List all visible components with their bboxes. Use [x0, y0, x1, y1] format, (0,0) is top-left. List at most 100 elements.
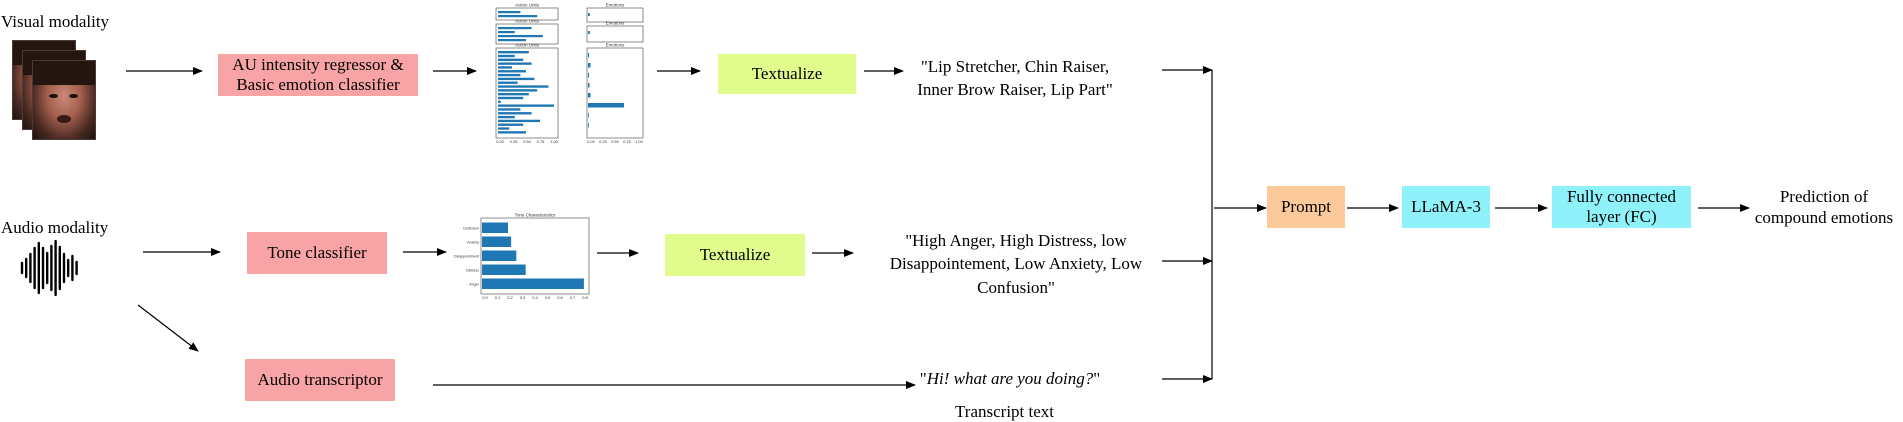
au-bar	[498, 66, 512, 69]
au-bar	[498, 108, 521, 111]
au-bar	[498, 93, 529, 96]
au-bar	[498, 31, 515, 34]
transcript-quote-text: Hi! what are you doing?	[926, 369, 1094, 388]
emotion-bar	[588, 103, 624, 108]
au-tick-label: 0.00	[496, 139, 505, 144]
audio-modality-label: Audio modality	[1, 218, 109, 237]
prompt-label: Prompt	[1280, 196, 1332, 216]
tone-tick-label: 0.4	[532, 295, 538, 300]
au-tick-label: 0.75	[537, 139, 546, 144]
visual-textualize-box: Textualize	[718, 54, 856, 94]
visual-quote: "Lip Stretcher, Chin Raiser, Inner Brow …	[917, 57, 1113, 100]
au-chart-title-1: Action Units	[515, 3, 540, 8]
tone-bar	[482, 264, 526, 275]
audio-textualize-label: Textualize	[699, 244, 771, 264]
chart-frame	[495, 7, 559, 21]
audio-transcriptor-label: Audio transcriptor	[257, 369, 383, 389]
tone-category-label: Confusion	[463, 226, 479, 230]
au-bar	[498, 85, 549, 88]
au-bar	[498, 131, 526, 134]
au-bar	[498, 15, 538, 18]
emotion-tick-label: 0.50	[611, 139, 620, 144]
tone-tick-label: 0.7	[570, 295, 576, 300]
au-bar	[498, 100, 501, 104]
au-bar	[498, 127, 510, 130]
au-bar	[498, 77, 535, 81]
tone-category-label: Disappointment	[454, 254, 479, 258]
output-label: Prediction of compound emotions	[1750, 186, 1898, 229]
audio-quote: "High Anger, High Distress, low Disappoi…	[889, 231, 1143, 297]
emotion-tick-label: 0.75	[623, 139, 632, 144]
au-bar	[498, 11, 521, 14]
au-bar	[498, 112, 532, 115]
emotion-bar	[588, 93, 591, 98]
emotion-chart-title-3: Emotions	[606, 43, 626, 48]
tone-tick-label: 0.0	[482, 295, 488, 300]
tone-bar	[482, 250, 517, 261]
emotion-tick-label: 0.00	[587, 139, 596, 144]
emotion-bar	[588, 123, 589, 128]
tone-tick-label: 0.3	[520, 295, 526, 300]
au-bar	[498, 81, 518, 84]
transcript-caption: Transcript text	[955, 402, 1055, 421]
au-tick-label: 1.00	[550, 139, 559, 144]
au-chart-title-3: Action Units	[515, 43, 540, 48]
face-frames-icon	[12, 40, 107, 140]
emotion-bar	[588, 113, 589, 118]
emotion-chart-title-1: Emotions	[606, 3, 626, 8]
tone-category-label: Anger	[469, 282, 479, 286]
tone-tick-label: 0.5	[545, 295, 551, 300]
au-bar	[498, 89, 538, 92]
tone-tick-label: 0.1	[495, 295, 501, 300]
llama-label: LLaMA-3	[1411, 196, 1481, 216]
face-frame-front	[32, 60, 96, 140]
emotion-bar	[588, 31, 590, 34]
emotion-bar	[588, 63, 591, 68]
au-bar	[498, 96, 524, 100]
tone-tick-label: 0.6	[557, 295, 563, 300]
chart-frame	[586, 25, 644, 43]
tone-tick-label: 0.8	[582, 295, 588, 300]
au-regressor-box: AU intensity regressor & Basic emotion c…	[218, 54, 418, 96]
emotion-bar	[588, 13, 590, 16]
au-bar	[498, 73, 521, 77]
prompt-box: Prompt	[1267, 186, 1345, 228]
emotion-tick-label: 0.25	[599, 139, 608, 144]
au-bar	[498, 58, 524, 62]
au-tick-label: 0.50	[523, 139, 532, 144]
au-regressor-label: AU intensity regressor & Basic emotion c…	[232, 54, 404, 94]
chart-frame	[586, 47, 644, 139]
au-chart-title-2: Action Units	[515, 19, 540, 24]
audio-waveform-icon	[20, 240, 78, 296]
tone-chart-title: Tone Characteristics	[515, 213, 557, 218]
llama-box: LLaMA-3	[1402, 186, 1490, 228]
visual-modality-label: Visual modality	[1, 12, 110, 31]
fc-layer-box: Fully connected layer (FC)	[1552, 186, 1691, 228]
tone-category-label: Distress	[466, 268, 479, 272]
transcript-quote-open: "	[919, 369, 927, 388]
emotion-tick-label: 1.00	[635, 139, 644, 144]
tone-tick-label: 0.2	[507, 295, 513, 300]
visual-textualize-label: Textualize	[751, 63, 823, 83]
arrow-wave-to-transcriptor	[137, 304, 199, 352]
au-tick-label: 0.25	[510, 139, 519, 144]
emotion-bar	[588, 73, 589, 78]
chart-frame	[495, 23, 559, 45]
tone-classifier-box: Tone classifier	[247, 232, 387, 274]
chart-frame	[495, 47, 559, 139]
emotion-chart-title-2: Emotions	[606, 21, 626, 26]
fc-layer-label: Fully connected layer (FC)	[1566, 186, 1677, 226]
tone-classifier-label: Tone classifier	[267, 242, 367, 262]
chart-frame	[586, 7, 644, 23]
au-bar	[498, 27, 532, 30]
chart-frame	[480, 217, 590, 295]
emotion-bar	[588, 53, 589, 58]
au-bar	[498, 123, 524, 126]
au-bar	[498, 119, 540, 123]
au-bar	[498, 104, 554, 107]
transcript-quote-close: "	[1093, 369, 1101, 388]
au-bar	[498, 115, 515, 119]
output-text: Prediction of compound emotions	[1754, 187, 1894, 228]
